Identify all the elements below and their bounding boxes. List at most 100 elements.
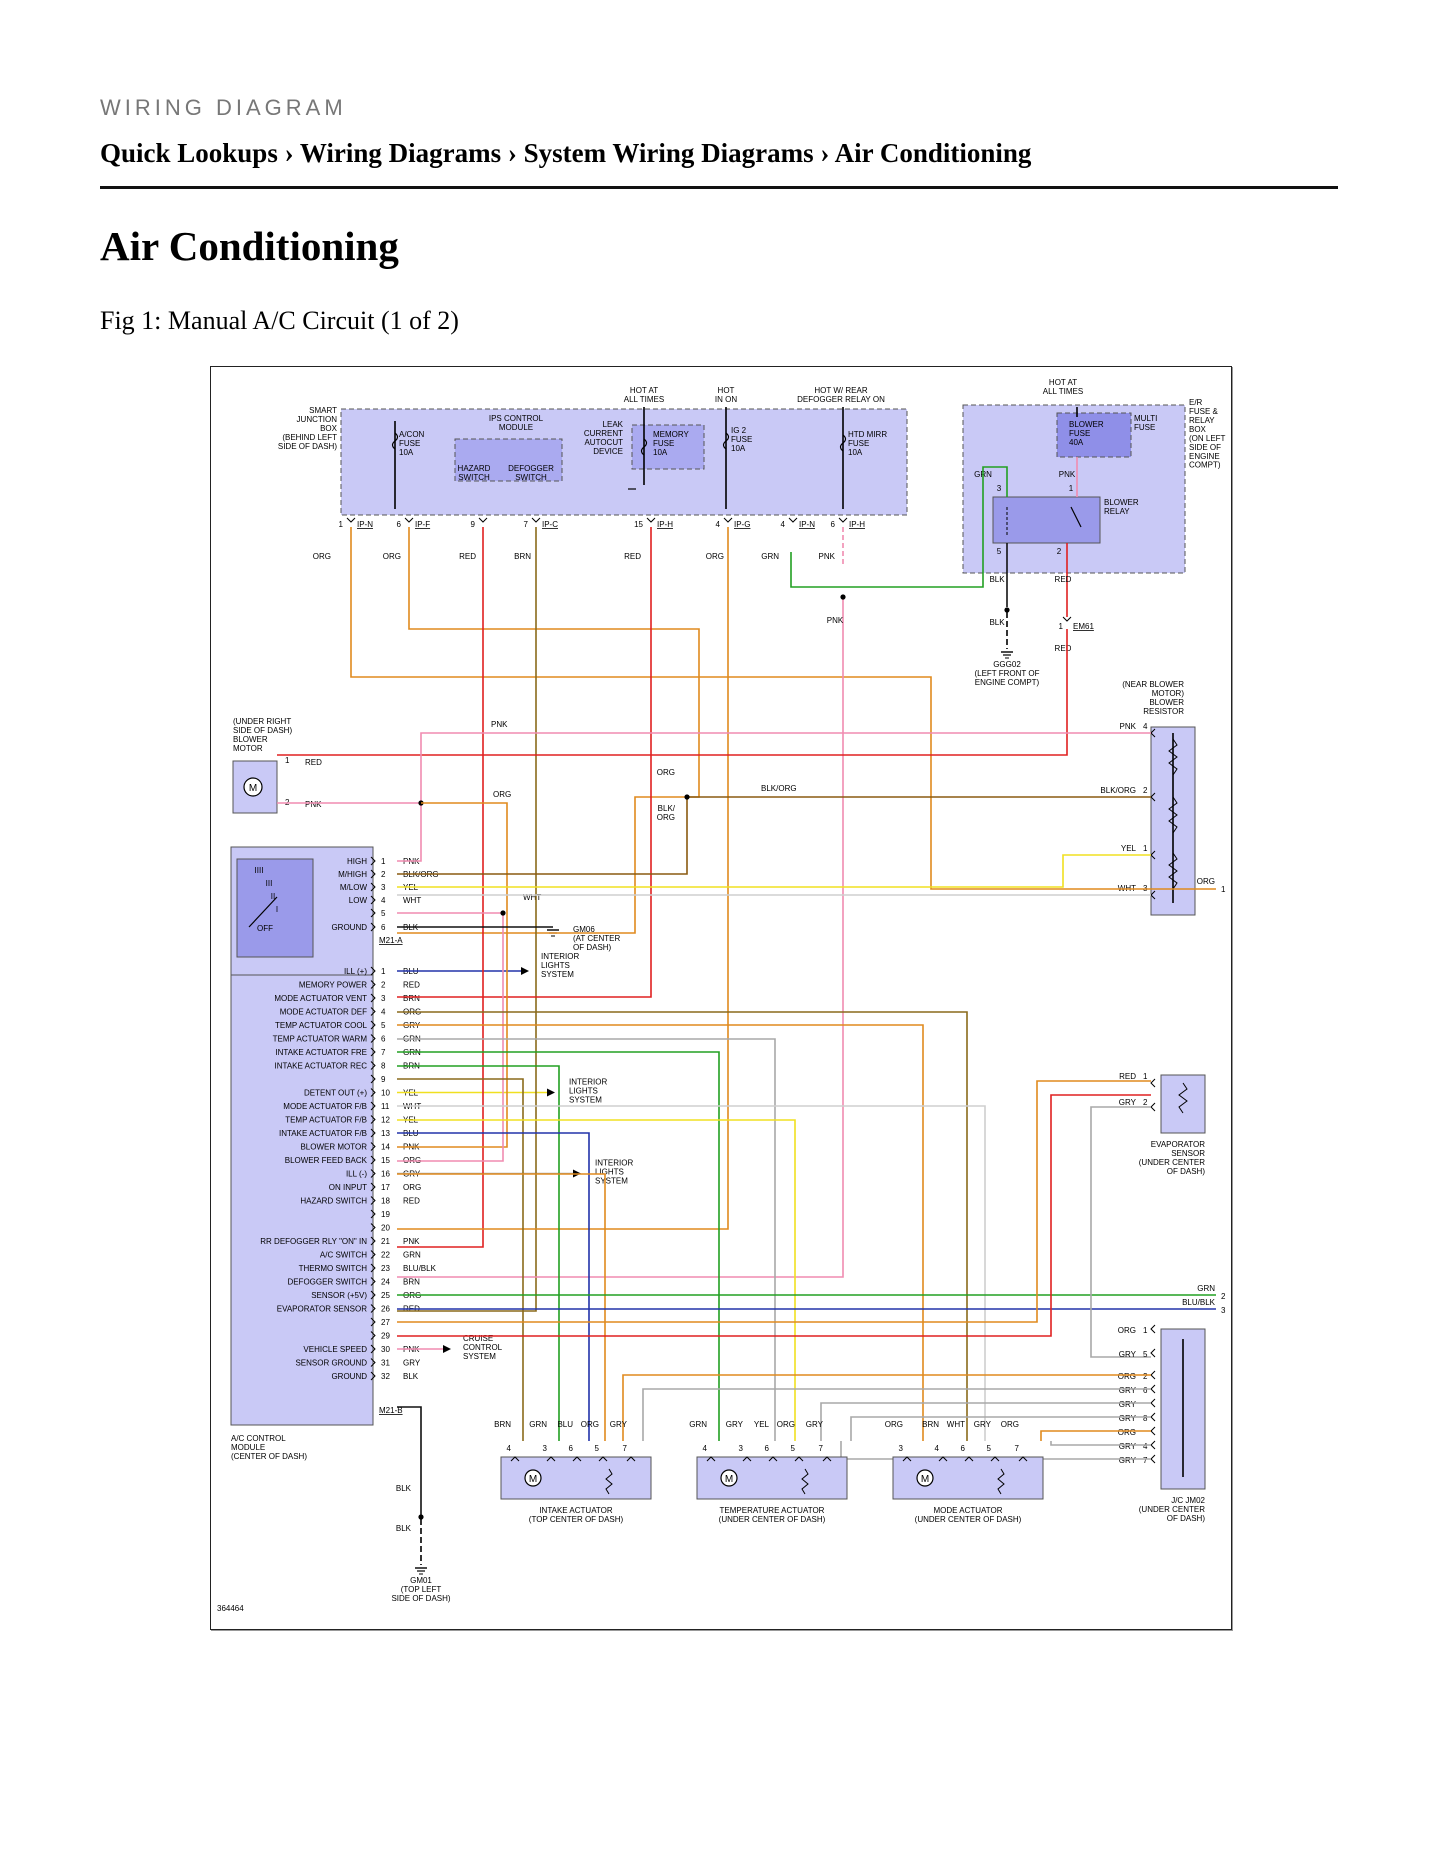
connector-terminal <box>370 1128 376 1138</box>
connector-terminal <box>1062 616 1072 622</box>
wire-org <box>622 1374 1151 1441</box>
diagram-label: RED <box>1055 644 1072 653</box>
diagram-label: 4 <box>1143 722 1148 731</box>
switch-pin-function: HIGH <box>347 857 367 866</box>
connector-terminal <box>510 1456 520 1462</box>
diagram-label: BLK/ORG <box>1100 786 1136 795</box>
wire-color-label: RED <box>459 552 476 561</box>
diagram-label: 6 <box>1143 1386 1148 1395</box>
actuator-0 <box>500 1456 652 1500</box>
wire-color-label: WHT <box>403 896 421 905</box>
actuator-pin-number: 6 <box>961 1444 966 1453</box>
switch-position-label: I <box>276 905 278 914</box>
motor-label: M <box>725 1474 733 1485</box>
fuse-icon <box>640 438 648 456</box>
junction-pin-number: 1 <box>339 520 344 529</box>
motor-label: M <box>529 1474 537 1485</box>
ips-switch-group <box>454 438 563 482</box>
connector-terminal <box>370 1371 376 1381</box>
connector-terminal <box>370 1182 376 1192</box>
potentiometer-icon <box>997 1468 1005 1495</box>
diagram-label: 4 <box>1143 1442 1148 1451</box>
diagram-label: 1 <box>1059 622 1064 631</box>
ac-pin-number: 23 <box>381 1264 390 1273</box>
breadcrumb-separator: › <box>507 138 517 168</box>
ac-pin-function: ILL (-) <box>346 1170 367 1179</box>
junction-pin-number: 15 <box>634 520 643 529</box>
diagram-label: TEMPERATURE ACTUATOR(UNDER CENTER OF DAS… <box>719 1506 826 1524</box>
diagram-label: 1 <box>285 756 290 765</box>
diagram-label: GRN <box>1197 1284 1215 1293</box>
wire-org <box>397 1080 1151 1323</box>
potentiometer-icon <box>801 1468 809 1495</box>
wire-pnk <box>397 912 504 1162</box>
breadcrumb-quick-lookups[interactable]: Quick Lookups <box>100 138 278 168</box>
wire-org <box>397 527 700 934</box>
wire-color-label: ORG <box>1118 1372 1136 1381</box>
actuator-pin-number: 7 <box>623 1444 628 1453</box>
diagram-label: 8 <box>1143 1414 1148 1423</box>
ac-pin-number: 13 <box>381 1129 390 1138</box>
ac-pin-number: 31 <box>381 1359 390 1368</box>
splice-dot <box>840 594 846 600</box>
ac-pin-function: INTAKE ACTUATOR REC <box>275 1062 368 1071</box>
wire-color-label: WHT <box>947 1420 965 1429</box>
breadcrumb-air-conditioning: Air Conditioning <box>834 138 1032 168</box>
connector-terminal <box>370 966 376 976</box>
ac-pin-function: HAZARD SWITCH <box>300 1197 367 1206</box>
wire-brn <box>397 1011 968 1441</box>
diagram-label: BLK/ORG <box>761 784 797 793</box>
connector-terminal <box>723 517 733 523</box>
ac-pin-number: 5 <box>381 1021 386 1030</box>
ac-pin-function: THERMO SWITCH <box>299 1264 368 1273</box>
junction-connector-id: IP-N <box>357 520 373 529</box>
connector-terminal <box>370 1034 376 1043</box>
wire-pnk <box>397 803 422 862</box>
ac-pin-function: BLOWER MOTOR <box>300 1143 367 1152</box>
breadcrumb: Quick Lookups › Wiring Diagrams › System… <box>100 138 1031 169</box>
wire-color-label: ORG <box>777 1420 795 1429</box>
diagram-label: 1 <box>1221 885 1226 894</box>
connector-terminal <box>1150 1078 1156 1088</box>
splice-dot <box>684 794 690 800</box>
actuator-pin-number: 6 <box>765 1444 770 1453</box>
ac-pin-function: VEHICLE SPEED <box>303 1345 367 1354</box>
junction-connector-id: IP-N <box>799 520 815 529</box>
connector-terminal <box>404 517 414 523</box>
wire-color-label: GRY <box>726 1420 744 1429</box>
wire-color-label: ORG <box>313 552 331 561</box>
wire-color-label: ORG <box>403 1183 421 1192</box>
connector-terminal <box>370 1290 376 1300</box>
connector-terminal <box>370 980 376 989</box>
splice-dot <box>418 1514 424 1520</box>
ac-pin-number: 3 <box>381 994 386 1003</box>
diagram-label: 1 <box>1143 1072 1148 1081</box>
connector-terminal <box>370 1358 376 1367</box>
breadcrumb-system-wiring-diagrams[interactable]: System Wiring Diagrams <box>523 138 814 168</box>
ac-pin-function: BLOWER FEED BACK <box>285 1156 368 1165</box>
ac-pin-number: 19 <box>381 1210 390 1219</box>
wire-red <box>397 527 484 1248</box>
connector-terminal <box>706 1456 716 1462</box>
connector-terminal <box>546 1456 556 1462</box>
breadcrumb-wiring-diagrams[interactable]: Wiring Diagrams <box>299 138 502 168</box>
connector-terminal <box>1150 1426 1156 1436</box>
junction-connector-id: IP-G <box>734 520 750 529</box>
thermistor-icon <box>1178 1082 1188 1114</box>
switch-pin-function: M/LOW <box>340 883 368 892</box>
actuator-pin-number: 3 <box>543 1444 548 1453</box>
connector-terminal <box>370 1047 376 1057</box>
ac-pin-number: 26 <box>381 1305 390 1314</box>
diagram-label: BLK <box>989 618 1005 627</box>
wire-gry <box>1090 1106 1151 1358</box>
connector-terminal <box>1150 1348 1156 1358</box>
diagram-label: 2 <box>1221 1292 1226 1301</box>
breadcrumb-separator: › <box>820 138 830 168</box>
